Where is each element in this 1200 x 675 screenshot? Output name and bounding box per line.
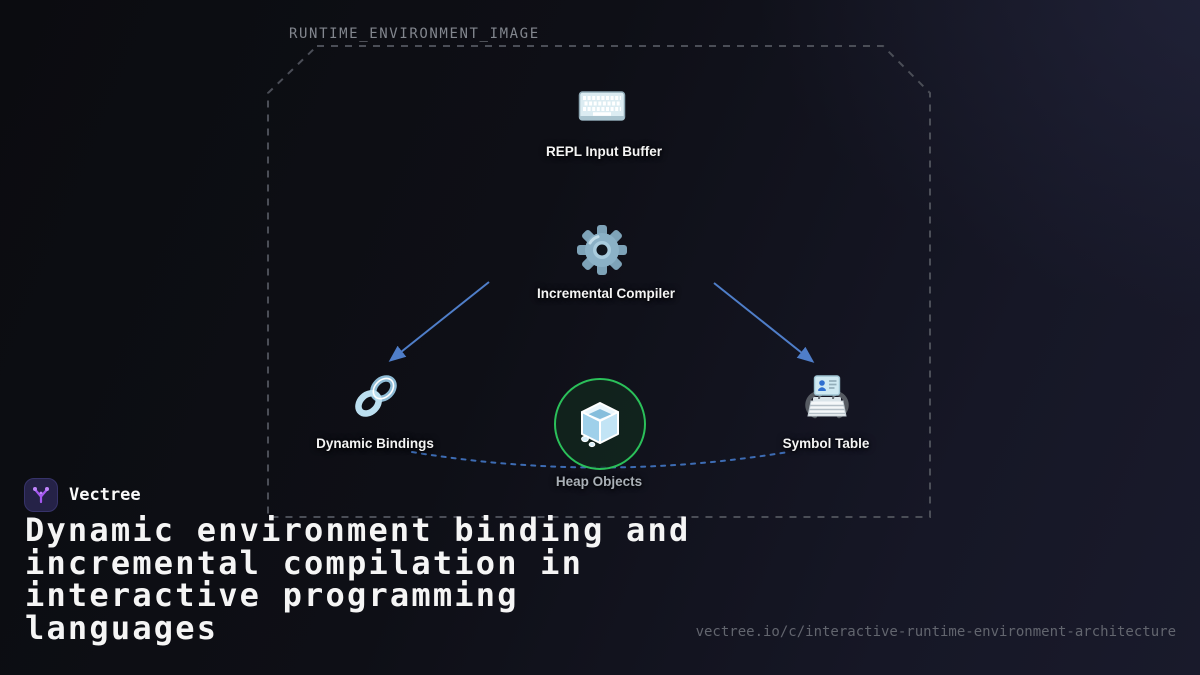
ice-cube-icon xyxy=(581,402,619,448)
brand: Vectree xyxy=(24,478,141,512)
headline-line: Dynamic environment binding and xyxy=(25,511,691,549)
card-index-icon xyxy=(805,375,849,419)
runtime-image-frame xyxy=(267,45,931,518)
node-label-symbols: Symbol Table xyxy=(782,436,870,451)
gear-icon xyxy=(577,225,627,275)
footer-url: vectree.io/c/interactive-runtime-environ… xyxy=(695,624,1176,640)
edge-bindings-symbols xyxy=(411,451,789,469)
headline: Dynamic environment binding and incremen… xyxy=(25,514,745,644)
edge-compiler-bindings xyxy=(388,281,490,362)
keyboard-icon xyxy=(578,91,626,121)
headline-line: interactive programming xyxy=(25,576,519,614)
node-label-bindings: Dynamic Bindings xyxy=(316,436,434,451)
headline-line: languages xyxy=(25,608,219,647)
node-label-compiler: Incremental Compiler xyxy=(536,286,676,301)
node-label-heap: Heap Objects xyxy=(555,474,643,489)
headline-line: incremental compilation in xyxy=(25,543,584,582)
edge-compiler-symbols xyxy=(713,282,815,363)
link-icon xyxy=(355,375,397,417)
vectree-logo-icon xyxy=(24,478,58,512)
node-label-repl: REPL Input Buffer xyxy=(546,144,662,159)
frame-label: RUNTIME_ENVIRONMENT_IMAGE xyxy=(289,26,540,42)
brand-name: Vectree xyxy=(69,485,141,505)
